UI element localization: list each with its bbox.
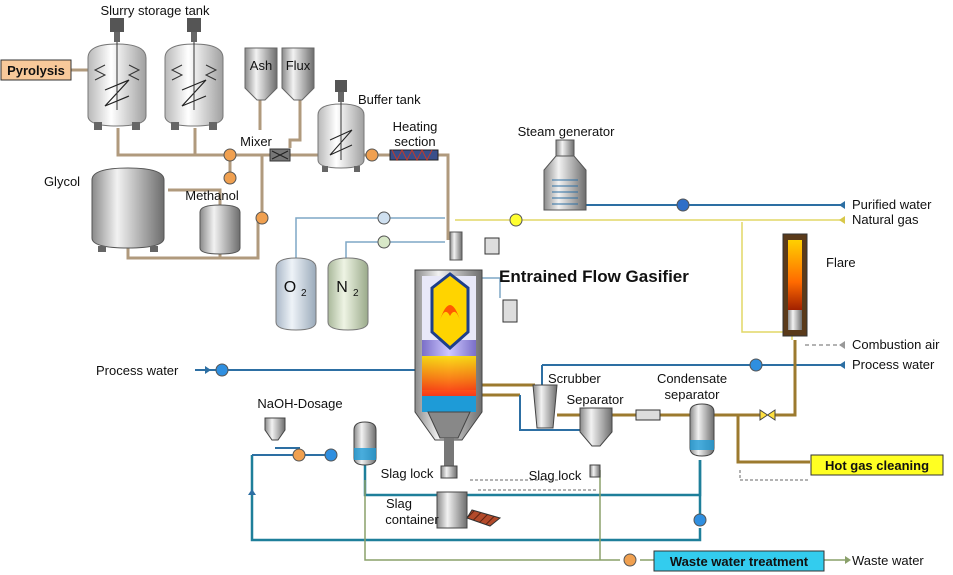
slag-container: Slag container bbox=[385, 491, 502, 529]
flare: Flare bbox=[782, 233, 856, 337]
slag-lock-right: Slag lock bbox=[529, 464, 601, 483]
mixer: Mixer bbox=[240, 134, 291, 162]
slurry-storage-tank-label: Slurry storage tank bbox=[100, 3, 210, 18]
purified-water-label: Purified water bbox=[852, 197, 932, 212]
n2-label: N bbox=[336, 279, 348, 296]
pump-dosing-icon bbox=[292, 448, 306, 462]
heating-section-label-1: Heating bbox=[393, 119, 438, 134]
o2-label: O bbox=[284, 279, 296, 296]
pump-glycol-icon bbox=[223, 148, 237, 162]
process-water-left-label: Process water bbox=[96, 363, 179, 378]
pump-naoh-icon bbox=[324, 448, 338, 462]
slag-lock-right-label: Slag lock bbox=[529, 468, 582, 483]
steam-generator: Steam generator bbox=[518, 124, 616, 211]
hot-gas-cleaning-label: Hot gas cleaning bbox=[825, 458, 929, 473]
slurry-storage-tank-1 bbox=[87, 18, 147, 130]
o2-tank: O 2 bbox=[275, 257, 317, 331]
condensate-separator-label-1: Condensate bbox=[657, 371, 727, 386]
glycol-label: Glycol bbox=[44, 174, 80, 189]
steam-generator-label: Steam generator bbox=[518, 124, 616, 139]
pipes bbox=[70, 68, 845, 561]
pump-o2-icon bbox=[377, 211, 391, 225]
arrow-icon bbox=[845, 556, 851, 564]
slag-lock: Slag lock bbox=[381, 465, 458, 481]
pump-buffer-icon bbox=[365, 148, 379, 162]
entrained-flow-gasifier: Entrained Flow Gasifier bbox=[414, 231, 689, 466]
separator-label: Separator bbox=[566, 392, 624, 407]
flux-label: Flux bbox=[286, 58, 311, 73]
buffer-tank-label: Buffer tank bbox=[358, 92, 421, 107]
arrow-icon bbox=[205, 366, 211, 374]
pump-process-water-right-icon bbox=[749, 358, 763, 372]
ash-label: Ash bbox=[250, 58, 272, 73]
arrow-icon bbox=[839, 216, 845, 224]
pumps bbox=[215, 148, 776, 567]
slag-container-label-2: container bbox=[385, 512, 439, 527]
heating-section: Heating section bbox=[389, 119, 439, 162]
pump-process-water-left-icon bbox=[215, 363, 229, 377]
slag-container-label-1: Slag bbox=[386, 496, 412, 511]
n2-tank: N 2 bbox=[327, 257, 369, 331]
waste-water-treatment-box: Waste water treatment bbox=[653, 550, 825, 572]
pump-drain-icon bbox=[693, 513, 707, 527]
buffer-tank: Buffer tank bbox=[317, 80, 421, 172]
scrubber: Scrubber bbox=[532, 371, 601, 429]
pump-purified-water-icon bbox=[676, 198, 690, 212]
pump-mixer-feed-icon bbox=[255, 211, 269, 225]
slurry-storage-tank-2 bbox=[164, 18, 224, 130]
ash-silo: Ash bbox=[244, 47, 278, 101]
heating-section-label-2: section bbox=[394, 134, 435, 149]
filter bbox=[635, 409, 661, 421]
glycol-tank: Glycol bbox=[44, 167, 165, 252]
combustion-air-label: Combustion air bbox=[852, 337, 940, 352]
naoh-tank bbox=[353, 421, 377, 466]
mixer-label: Mixer bbox=[240, 134, 272, 149]
flux-silo: Flux bbox=[281, 47, 315, 101]
arrow-icon bbox=[839, 361, 845, 369]
slag-lock-label: Slag lock bbox=[381, 466, 434, 481]
pump-waste-water-icon bbox=[623, 553, 637, 567]
separator: Separator bbox=[566, 392, 624, 447]
pyrolysis-box: Pyrolysis bbox=[0, 59, 72, 81]
pump-natural-gas-icon bbox=[509, 213, 523, 227]
o2-subscript: 2 bbox=[301, 288, 307, 299]
n2-subscript: 2 bbox=[353, 288, 359, 299]
flare-valve-icon bbox=[759, 409, 776, 421]
arrow-icon bbox=[839, 341, 845, 349]
waste-water-label: Waste water bbox=[852, 553, 924, 568]
condensate-separator-label-2: separator bbox=[665, 387, 721, 402]
naoh-dosage: NaOH-Dosage bbox=[257, 396, 343, 441]
gasifier-valves bbox=[484, 237, 518, 323]
pump-methanol-icon bbox=[223, 171, 237, 185]
flare-label: Flare bbox=[826, 255, 856, 270]
arrow-icon bbox=[248, 489, 256, 495]
scrubber-label: Scrubber bbox=[548, 371, 601, 386]
pyrolysis-label: Pyrolysis bbox=[7, 63, 65, 78]
methanol-label: Methanol bbox=[185, 188, 239, 203]
flow-arrows bbox=[205, 201, 851, 564]
pump-n2-icon bbox=[377, 235, 391, 249]
naoh-dosage-label: NaOH-Dosage bbox=[257, 396, 342, 411]
arrow-icon bbox=[839, 201, 845, 209]
condensate-separator: Condensate separator bbox=[657, 371, 727, 457]
process-water-right-label: Process water bbox=[852, 357, 935, 372]
hot-gas-cleaning-box: Hot gas cleaning bbox=[810, 454, 944, 476]
gasifier-label: Entrained Flow Gasifier bbox=[499, 267, 689, 286]
waste-water-treatment-label: Waste water treatment bbox=[670, 554, 809, 569]
methanol-tank: Methanol bbox=[185, 188, 241, 255]
natural-gas-label: Natural gas bbox=[852, 212, 919, 227]
